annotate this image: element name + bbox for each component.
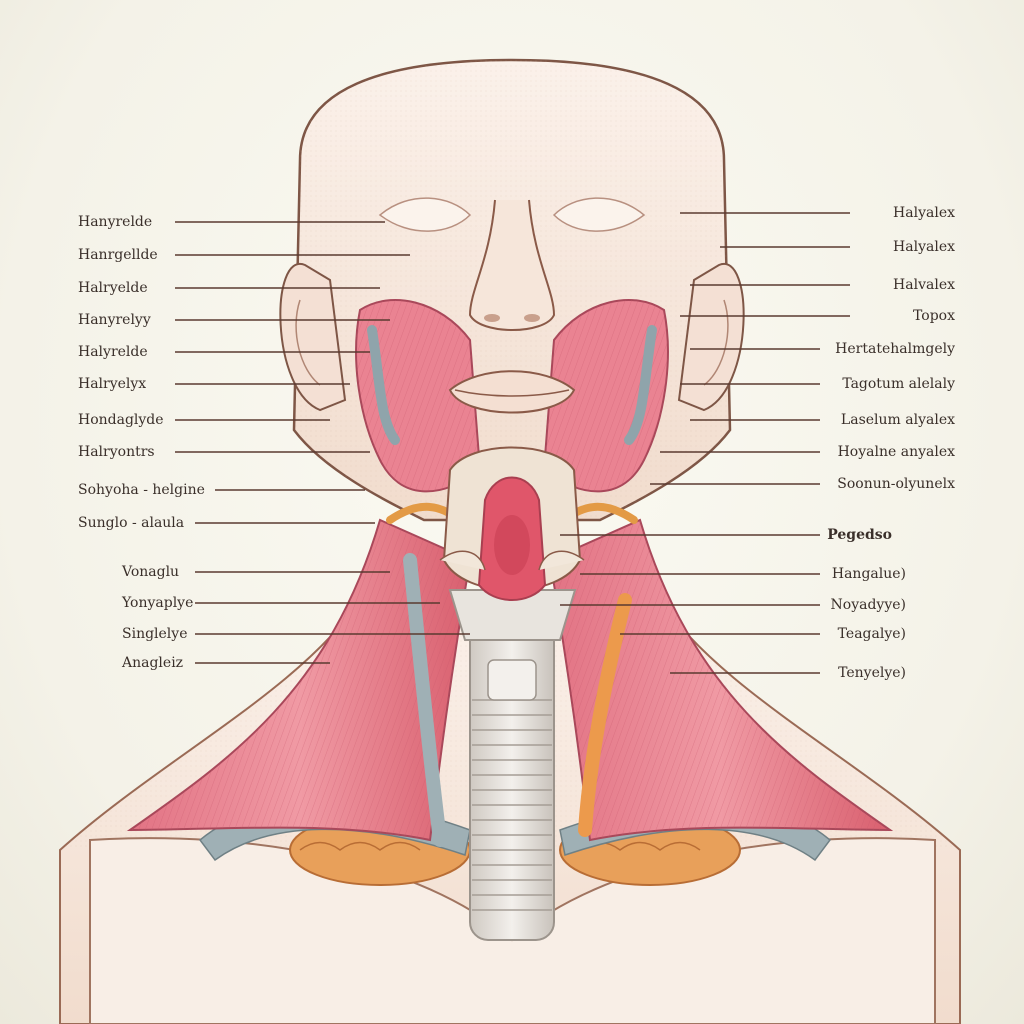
label-left-2: Hanrgellde [78,247,158,263]
left-eye [378,197,472,232]
label-right-8: Hoyalne anyalex [837,444,955,460]
label-left-4: Hanyrelyy [78,312,151,328]
label-right-2: Halyalex [893,239,955,255]
label-right-1: Halyalex [893,205,955,221]
label-right-4: Topox [913,308,955,324]
left-ear [279,262,347,412]
label-left-6: Halryelyx [78,376,147,392]
label-right-7: Laselum alyalex [840,412,955,428]
label-left-10: Sunglo - alaula [78,515,185,531]
label-left-12: Yonyaplye [122,595,194,611]
label-right-5: Hertatehalmgely [835,341,955,357]
label-right-9: Soonun-olyunelx [837,476,955,492]
left-jugular [403,553,447,847]
label-right-13: Teagalye) [837,626,906,642]
label-left-7: Hondaglyde [78,412,164,428]
label-right-3: Halvalex [893,277,955,293]
right-carotid-orange [578,593,632,837]
right-ear [677,262,745,412]
nose [468,199,556,331]
label-right-14: Tenyelye) [838,665,906,681]
label-right-11: Hangalue) [831,566,906,582]
label-left-5: Halyrelde [78,344,148,360]
label-left-3: Halryelde [78,280,148,296]
label-left-13: Singlelye [122,626,188,642]
label-right-6: Tagotum alelaly [842,376,955,392]
label-left-14: Anagleiz [122,655,184,671]
right-eye [552,197,646,232]
label-right-12: Noyadyye) [830,597,906,613]
label-left-1: Hanyrelde [78,214,153,230]
lips [448,370,576,414]
label-left-8: Halryontrs [78,444,155,460]
label-left-9: Sohyoha - helgine [78,482,205,498]
label-left-11: Vonaglu [122,564,180,580]
trachea-rings [472,699,552,911]
label-right-10: Pegedso [827,527,892,543]
